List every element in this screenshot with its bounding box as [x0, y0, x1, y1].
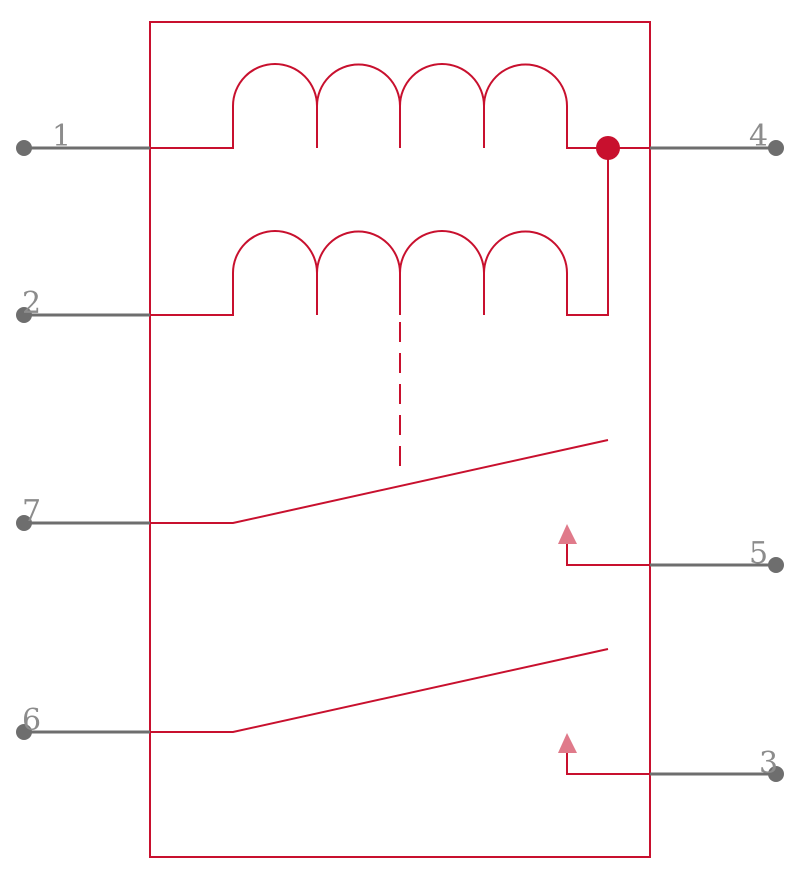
contact-triangle-upper	[558, 524, 577, 544]
pin-5-label: 5	[749, 536, 768, 571]
coil-primary	[150, 63, 650, 149]
pin-6-label: 6	[22, 703, 41, 738]
pin-6[interactable]: 6	[16, 703, 150, 740]
pin-3-label: 3	[759, 746, 778, 781]
pin-2-label: 2	[22, 286, 41, 321]
coil-secondary	[150, 148, 609, 316]
pin-4[interactable]: 4	[650, 119, 784, 156]
component-body	[149, 21, 651, 858]
pin-1-label: 1	[52, 119, 71, 154]
pin-2[interactable]: 2	[16, 286, 150, 323]
contact-triangle-lower	[558, 733, 577, 753]
pin-5[interactable]: 5	[650, 536, 784, 573]
switch-upper	[150, 439, 650, 566]
pin-1[interactable]: 1	[16, 119, 150, 156]
pin-3[interactable]: 3	[650, 746, 784, 782]
junction-dot	[596, 136, 620, 160]
pin-7[interactable]: 7	[16, 494, 150, 531]
pin-4-label: 4	[749, 119, 768, 154]
pin-7-label: 7	[22, 494, 41, 529]
switch-lower	[150, 648, 650, 775]
